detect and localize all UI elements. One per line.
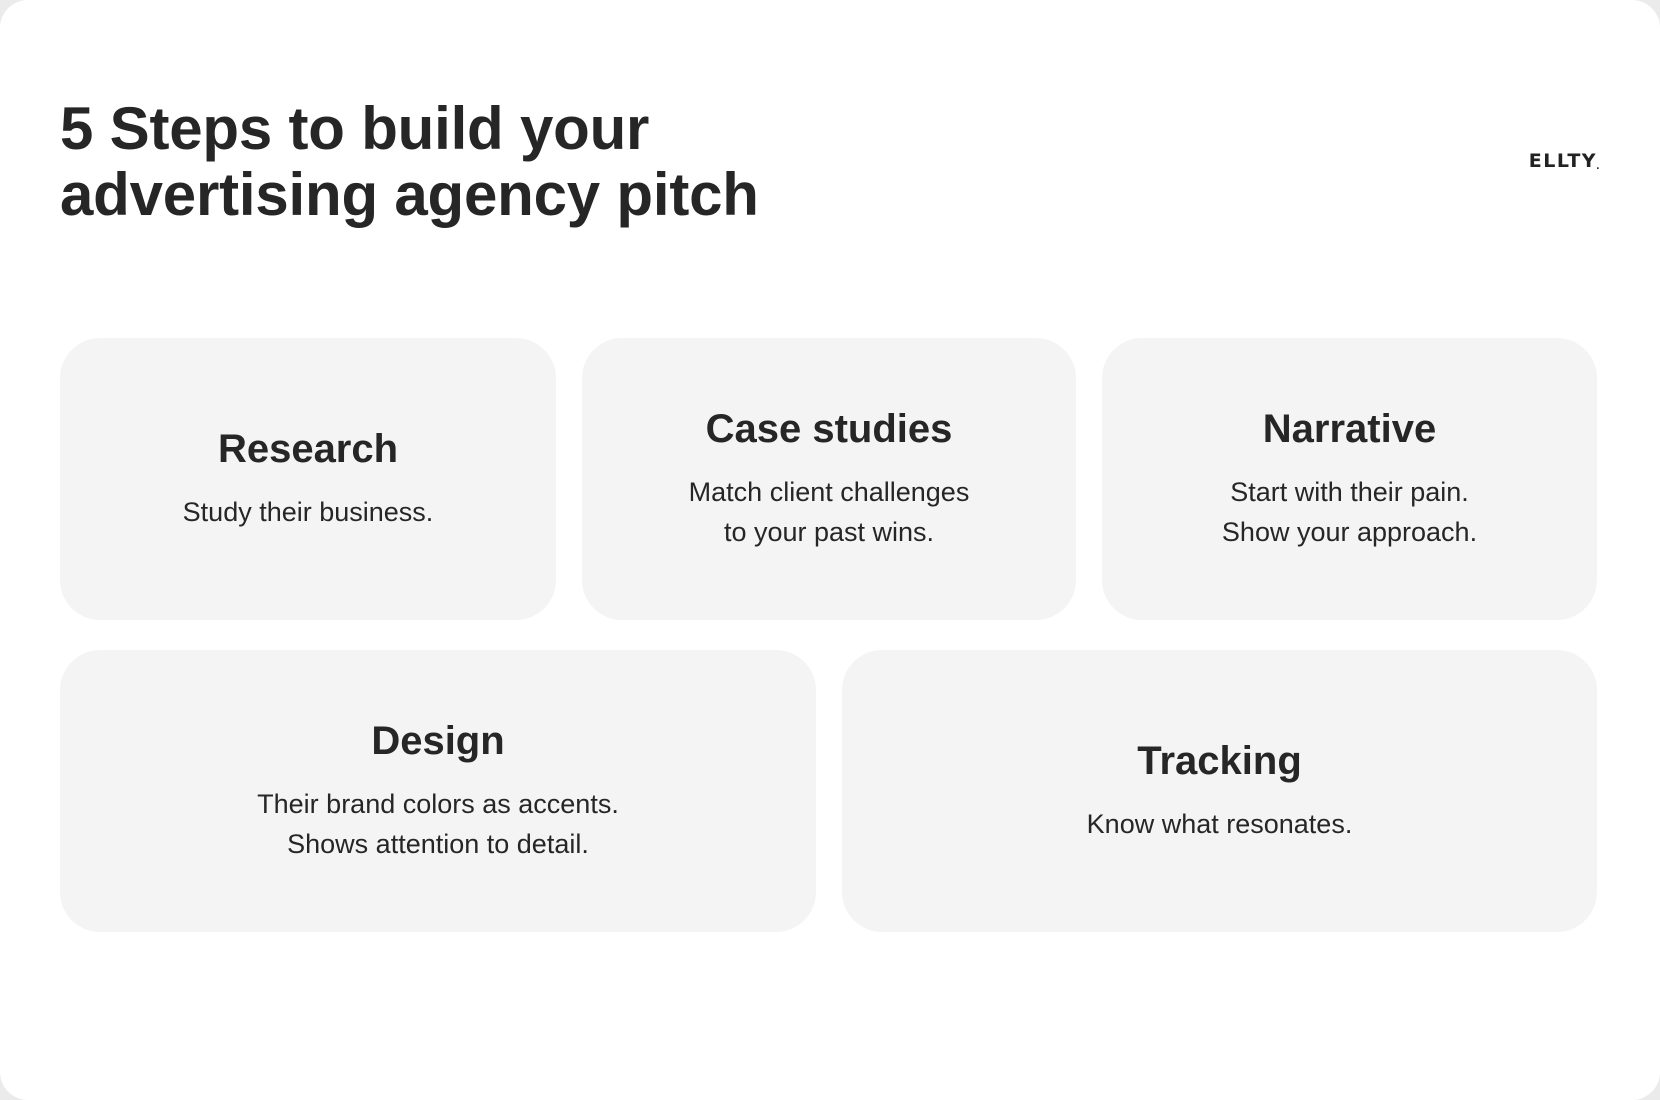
step-card-tracking: Tracking Know what resonates.	[842, 650, 1597, 932]
step-card-description: Know what resonates.	[1087, 804, 1353, 844]
step-card-description-line: Match client challenges	[688, 477, 970, 507]
step-card-description-line: Their brand colors as accents.	[257, 789, 619, 819]
step-card-research: Research Study their business.	[60, 338, 556, 620]
step-card-title: Tracking	[1137, 739, 1302, 783]
step-card-title: Case studies	[705, 407, 953, 451]
page-title-line-1: 5 Steps to build your	[60, 95, 650, 162]
step-card-description: Study their business.	[183, 492, 434, 532]
step-card-case-studies: Case studies Match client challenges to …	[582, 338, 1076, 620]
step-card-description: Match client challenges to your past win…	[689, 472, 970, 552]
page-title: 5 Steps to build your advertising agency…	[60, 96, 960, 228]
step-card-description-line: Know what resonates.	[1086, 809, 1353, 839]
brand-logo-mark: .	[1596, 162, 1601, 172]
step-card-narrative: Narrative Start with their pain. Show yo…	[1102, 338, 1597, 620]
step-card-description-line: Start with their pain.	[1230, 477, 1469, 507]
brand-logo: ELLTY.	[1529, 150, 1601, 172]
step-card-description-line: to your past wins.	[723, 517, 935, 547]
step-card-description-line: Study their business.	[182, 497, 434, 527]
step-card-design: Design Their brand colors as accents. Sh…	[60, 650, 816, 932]
page-title-line-2: advertising agency pitch	[60, 161, 759, 228]
step-card-description-line: Show your approach.	[1221, 517, 1478, 547]
step-card-description: Start with their pain. Show your approac…	[1222, 472, 1477, 552]
step-card-title: Narrative	[1262, 407, 1437, 451]
step-card-title: Design	[371, 719, 505, 763]
brand-logo-text: ELLTY	[1528, 150, 1598, 172]
step-card-description-line: Shows attention to detail.	[287, 829, 589, 859]
step-card-description: Their brand colors as accents. Shows att…	[257, 784, 619, 864]
step-card-title: Research	[217, 427, 399, 471]
